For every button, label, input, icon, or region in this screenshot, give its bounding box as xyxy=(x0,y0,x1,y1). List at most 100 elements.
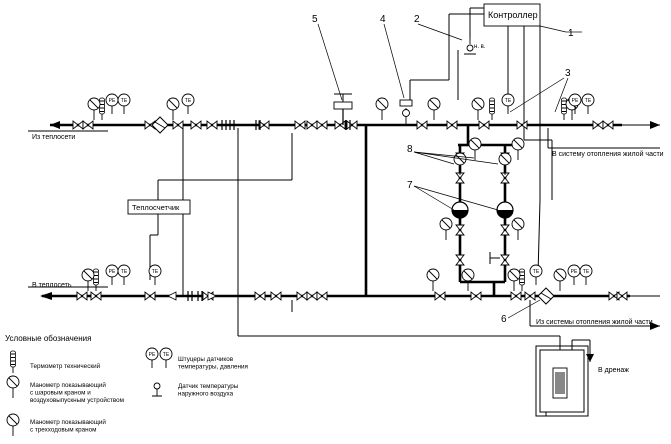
svg-text:PE: PE xyxy=(571,269,578,275)
valve-icon xyxy=(446,120,458,130)
svg-text:7: 7 xyxy=(407,180,413,191)
callout-2: 2 xyxy=(414,14,463,41)
arrow-icon xyxy=(167,291,217,301)
valve-icon xyxy=(592,120,604,130)
sensor-tag-icon: TE xyxy=(181,93,195,114)
valve-icon xyxy=(172,120,184,130)
sensor-tag-icon: TE xyxy=(501,93,515,114)
valve-icon xyxy=(294,120,306,130)
manometer-icon xyxy=(87,97,101,120)
manometer-icon xyxy=(6,375,20,398)
svg-text:TE: TE xyxy=(121,98,128,104)
sensor-tag-icon: TE xyxy=(529,264,543,285)
svg-text:1: 1 xyxy=(568,28,574,39)
valve-icon xyxy=(76,291,88,301)
manometer-icon xyxy=(439,217,453,240)
from-heating-label: Из системы отопления жилой части xyxy=(536,318,653,326)
valve-icon xyxy=(206,120,218,130)
flange-icon xyxy=(187,291,193,301)
valve-icon xyxy=(90,291,102,301)
flange-icon xyxy=(197,291,203,301)
valve-icon xyxy=(434,291,446,301)
svg-text:6: 6 xyxy=(501,314,507,325)
from-network-label: Из теплосети xyxy=(32,134,75,141)
manometer-icon xyxy=(468,137,482,160)
svg-text:2: 2 xyxy=(414,14,420,25)
valve-icon xyxy=(270,291,282,301)
valve-icon xyxy=(144,291,156,301)
valve-icon xyxy=(455,254,465,266)
manometer-icon xyxy=(507,268,521,291)
valve-icon xyxy=(470,291,482,301)
heat-meter-box xyxy=(127,199,191,215)
valve-icon xyxy=(316,120,328,130)
controller-box xyxy=(483,3,541,27)
outdoor-sensor-label: н. в. xyxy=(474,44,486,50)
valve-icon xyxy=(316,291,328,301)
manometer-icon xyxy=(375,97,389,120)
callout-4: 4 xyxy=(380,14,405,99)
valve-icon xyxy=(190,120,202,130)
svg-text:PE: PE xyxy=(572,98,579,104)
svg-text:TE: TE xyxy=(163,352,170,358)
manometer-icon xyxy=(553,268,567,291)
valve-icon xyxy=(346,120,358,130)
valve-icon xyxy=(306,120,318,130)
check-valve-icon xyxy=(489,252,500,264)
valve-icon xyxy=(306,291,318,301)
valve-icon xyxy=(296,291,308,301)
sensor-tag-icon: TE xyxy=(159,347,173,368)
outdoor-temp-sensor-icon xyxy=(464,38,476,55)
callout-7: 7 xyxy=(407,180,499,211)
callout-8: 8 xyxy=(407,144,499,165)
sensor-tag-icon: PE xyxy=(567,264,581,285)
valve-icon xyxy=(500,224,510,236)
legend-item-text: Термометр технический xyxy=(30,362,101,370)
svg-text:PE: PE xyxy=(109,98,116,104)
valve-icon xyxy=(72,120,84,130)
valve-icon xyxy=(254,291,266,301)
svg-text:TE: TE xyxy=(585,98,592,104)
manometer-icon xyxy=(511,137,525,160)
manometer-icon xyxy=(461,268,475,291)
sensor-tag-icon: TE xyxy=(117,93,131,114)
callout-6: 6 xyxy=(501,299,541,325)
flange-icon xyxy=(221,120,227,130)
svg-text:TE: TE xyxy=(533,269,540,275)
thermometer-icon xyxy=(561,97,567,120)
svg-text:TE: TE xyxy=(152,269,159,275)
sensor-tag-icon: PE xyxy=(105,264,119,285)
valve-icon xyxy=(416,120,428,130)
pump-icon xyxy=(496,201,514,219)
valve-icon xyxy=(516,120,528,130)
sensor-tag-icon: TE xyxy=(579,264,593,285)
valve-icon xyxy=(455,224,465,236)
valve-icon xyxy=(602,120,614,130)
svg-text:4: 4 xyxy=(380,14,386,25)
outdoor-temp-legend-icon xyxy=(152,382,162,397)
sensor-tag-icon: TE xyxy=(148,264,162,285)
callout-1: 1 xyxy=(539,25,582,39)
manometer-icon xyxy=(471,97,485,120)
sensor-tag-icon: TE xyxy=(117,264,131,285)
actuator-icon xyxy=(333,93,353,125)
sensor-tag-icon: TE xyxy=(581,93,595,114)
pump-icon xyxy=(451,201,469,219)
valve-icon xyxy=(478,120,490,130)
sensor-tag-icon: PE xyxy=(105,93,119,114)
thermometer-icon xyxy=(519,268,525,291)
manometer-icon xyxy=(427,97,441,120)
to-heating-label: В систему отопления жилой части xyxy=(552,150,664,158)
svg-text:PE: PE xyxy=(149,352,156,358)
svg-text:PE: PE xyxy=(109,269,116,275)
flange-icon xyxy=(255,120,261,130)
valve-icon xyxy=(500,254,510,266)
flange-icon xyxy=(229,120,235,130)
manometer-icon xyxy=(511,217,525,240)
svg-text:TE: TE xyxy=(505,98,512,104)
svg-text:3: 3 xyxy=(565,68,571,79)
